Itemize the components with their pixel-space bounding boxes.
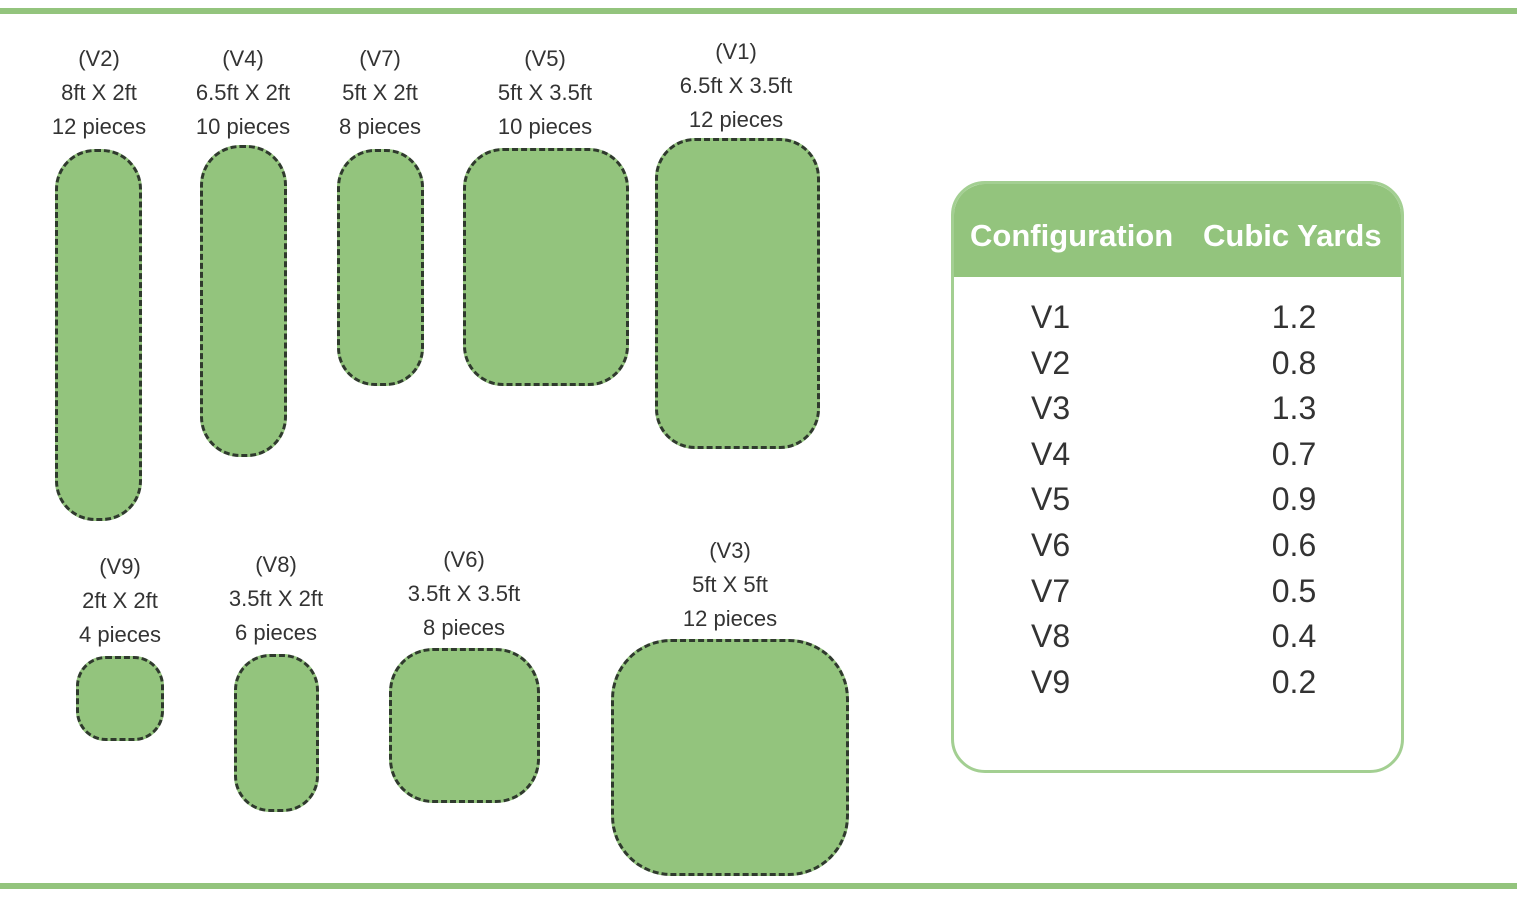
row-yards: 0.8 xyxy=(1271,344,1317,381)
config-id: (V3) xyxy=(709,538,751,563)
row-config: V3 xyxy=(1031,390,1071,427)
label-v9: (V9) 2ft X 2ft 4 pieces xyxy=(60,550,180,652)
config-pieces: 8 pieces xyxy=(423,615,505,640)
config-pieces: 6 pieces xyxy=(235,620,317,645)
table-header: Configuration Cubic Yards xyxy=(954,184,1401,277)
label-v3: (V3) 5ft X 5ft 12 pieces xyxy=(655,534,805,636)
table-body: V1 1.2 V2 0.8 V3 1.3 V4 0.7 V5 0.9 V6 0.6 V7 0.… xyxy=(954,299,1401,709)
config-id: (V2) xyxy=(78,46,120,71)
config-size: 6.5ft X 2ft xyxy=(195,80,291,105)
config-id: (V9) xyxy=(99,554,141,579)
config-size: 6.5ft X 3.5ft xyxy=(679,73,793,98)
table-row: V5 0.9 xyxy=(954,481,1401,527)
header-configuration: Configuration xyxy=(970,218,1174,253)
garden-bed-v6 xyxy=(389,648,540,803)
config-size: 8ft X 2ft xyxy=(61,80,137,105)
table-row: V1 1.2 xyxy=(954,299,1401,345)
garden-bed-v8 xyxy=(234,654,319,812)
config-size: 3.5ft X 3.5ft xyxy=(407,581,521,606)
config-size: 5ft X 5ft xyxy=(692,572,768,597)
row-config: V8 xyxy=(1031,618,1071,655)
garden-bed-v2 xyxy=(55,149,142,521)
row-config: V9 xyxy=(1031,663,1071,700)
config-id: (V1) xyxy=(715,39,757,64)
config-size: 3.5ft X 2ft xyxy=(228,586,324,611)
row-yards: 0.5 xyxy=(1271,572,1317,609)
label-v7: (V7) 5ft X 2ft 8 pieces xyxy=(320,42,440,144)
row-yards: 0.6 xyxy=(1271,526,1317,563)
label-v8: (V8) 3.5ft X 2ft 6 pieces xyxy=(216,548,336,650)
row-config: V1 xyxy=(1031,299,1071,335)
label-v5: (V5) 5ft X 3.5ft 10 pieces xyxy=(475,42,615,144)
config-pieces: 10 pieces xyxy=(497,114,593,139)
garden-bed-v5 xyxy=(463,148,629,386)
row-config: V5 xyxy=(1031,481,1071,518)
table-row: V9 0.2 xyxy=(954,664,1401,710)
row-yards: 0.9 xyxy=(1271,481,1317,518)
config-size: 2ft X 2ft xyxy=(82,588,158,613)
row-config: V4 xyxy=(1031,435,1071,472)
row-yards: 0.2 xyxy=(1271,663,1317,700)
config-size: 5ft X 2ft xyxy=(342,80,418,105)
garden-bed-v9 xyxy=(76,656,164,741)
table-row: V2 0.8 xyxy=(954,345,1401,391)
config-pieces: 12 pieces xyxy=(51,114,147,139)
config-id: (V5) xyxy=(524,46,566,71)
row-yards: 0.7 xyxy=(1271,435,1317,472)
config-pieces: 12 pieces xyxy=(682,606,778,631)
config-size: 5ft X 3.5ft xyxy=(497,80,593,105)
row-config: V6 xyxy=(1031,526,1071,563)
row-yards: 1.3 xyxy=(1271,390,1317,427)
row-yards: 0.4 xyxy=(1271,618,1317,655)
label-v4: (V4) 6.5ft X 2ft 10 pieces xyxy=(183,42,303,144)
table-row: V8 0.4 xyxy=(954,618,1401,664)
garden-bed-v1 xyxy=(655,138,820,449)
config-pieces: 4 pieces xyxy=(79,622,161,647)
top-divider xyxy=(0,8,1517,14)
config-id: (V7) xyxy=(359,46,401,71)
config-id: (V6) xyxy=(443,547,485,572)
table-row: V7 0.5 xyxy=(954,573,1401,619)
row-yards: 1.2 xyxy=(1271,299,1317,335)
bottom-divider xyxy=(0,883,1517,889)
table-row: V4 0.7 xyxy=(954,436,1401,482)
header-cubic-yards: Cubic Yards xyxy=(1203,218,1382,253)
config-id: (V8) xyxy=(255,552,297,577)
config-pieces: 10 pieces xyxy=(195,114,291,139)
garden-bed-v3 xyxy=(611,639,849,876)
cubic-yards-table: Configuration Cubic Yards V1 1.2 V2 0.8 V3… xyxy=(951,181,1404,773)
row-config: V2 xyxy=(1031,344,1071,381)
label-v2: (V2) 8ft X 2ft 12 pieces xyxy=(39,42,159,144)
label-v1: (V1) 6.5ft X 3.5ft 12 pieces xyxy=(661,35,811,137)
config-pieces: 12 pieces xyxy=(688,107,784,132)
garden-bed-v7 xyxy=(337,149,424,386)
config-pieces: 8 pieces xyxy=(339,114,421,139)
table-row: V6 0.6 xyxy=(954,527,1401,573)
config-id: (V4) xyxy=(222,46,264,71)
row-config: V7 xyxy=(1031,572,1071,609)
label-v6: (V6) 3.5ft X 3.5ft 8 pieces xyxy=(389,543,539,645)
garden-bed-v4 xyxy=(200,145,287,457)
table-row: V3 1.3 xyxy=(954,390,1401,436)
